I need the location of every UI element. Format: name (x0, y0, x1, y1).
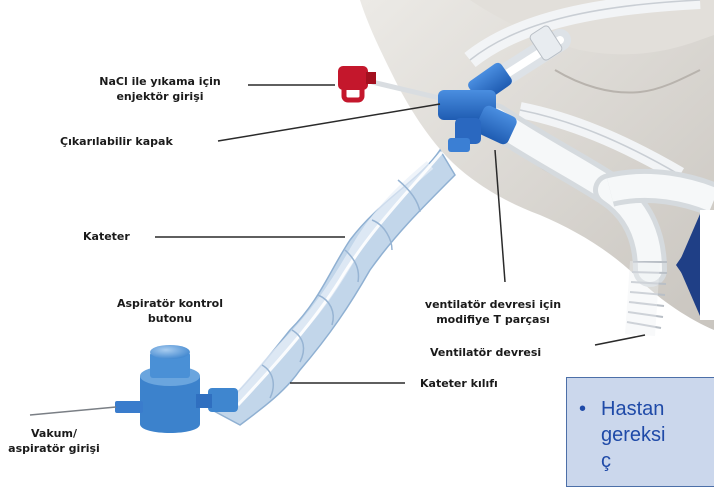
aspirator-control (30, 345, 238, 433)
label-t-piece: ventilatör devresi için modifiye T parça… (408, 297, 578, 327)
label-vacuum-port: Vakum/ aspiratör girişi (4, 426, 104, 456)
label-removable-cap: Çıkarılabilir kapak (60, 134, 173, 149)
label-ventilator-circuit: Ventilatör devresi (430, 345, 541, 360)
note-text: Hastan gereksi ç (601, 396, 665, 474)
note-line: gereksi (601, 422, 665, 448)
note-box: • Hastan gereksi ç (566, 377, 714, 487)
label-catheter: Kateter (83, 229, 130, 244)
label-catheter-sleeve: Kateter kılıfı (420, 376, 498, 391)
note-line: ç (601, 448, 665, 474)
label-nacl-port: NaCl ile yıkama için enjektör girişi (80, 74, 240, 104)
note-line: Hastan (601, 396, 665, 422)
label-aspirator-button: Aspiratör kontrol butonu (104, 296, 236, 326)
bullet-icon: • (579, 396, 586, 422)
